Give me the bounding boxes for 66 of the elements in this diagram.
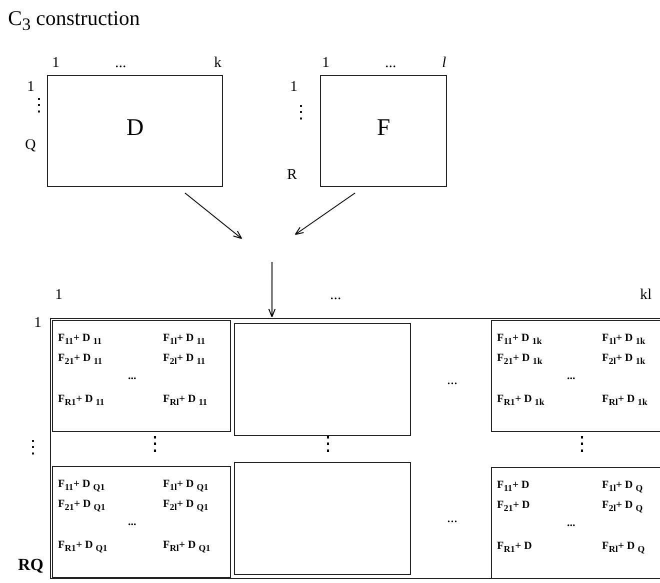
matrix-entry: F$_{Rl}$+ D $_{1k}$ <box>602 394 648 408</box>
matrix-entry: F$_{R1}$+ D $_{11}$ <box>58 394 104 408</box>
matrix-entry: F$_{11}$+ D <box>497 480 530 494</box>
matrix-entry: F$_{21}$+ D $_{Q1}$ <box>58 499 106 512</box>
column-index: 1 <box>55 288 62 303</box>
column-index: l <box>442 56 446 71</box>
matrix-entry: F$_{2l}$+ D $_{Q1}$ <box>163 499 208 512</box>
row-index: 1 <box>27 80 34 95</box>
matrix-entry: F$_{21}$+ D $_{11}$ <box>58 353 102 366</box>
matrix-block <box>234 323 411 436</box>
matrix-entry: F$_{21}$+ D $_{1k}$ <box>497 353 542 366</box>
matrix-box <box>47 75 223 187</box>
matrix-block <box>52 466 231 578</box>
column-index: kl <box>640 288 652 303</box>
matrix-block <box>491 467 660 579</box>
ellipsis: ... <box>567 371 576 382</box>
ellipsis: ⋮ <box>30 98 48 112</box>
ellipsis: ... <box>128 371 136 382</box>
matrix-entry: F$_{1l}$+ D $_{1k}$ <box>602 333 646 346</box>
matrix-block <box>234 462 411 575</box>
matrix-entry: F$_{11}$+ D $_{Q1}$ <box>58 479 105 492</box>
matrix-entry: F$_{Rl}$+ D $_{Q}$ <box>602 541 645 554</box>
matrix-entry: F$_{1l}$+ D $_{Q1}$ <box>163 479 208 492</box>
ellipsis: ... <box>128 517 136 528</box>
matrix-entry: F$_{2l}$+ D $_{1k}$ <box>602 353 646 366</box>
ellipsis: ... <box>385 56 396 71</box>
matrix-entry: F$_{R1}$+ D $_{1k}$ <box>497 394 544 408</box>
ellipsis: ⋮ <box>572 434 592 454</box>
matrix-entry: F$_{1l}$+ D $_{11}$ <box>163 333 206 346</box>
matrix-name: D <box>125 116 145 140</box>
matrix-entry: F$_{2l}$+ D $_{11}$ <box>163 353 206 366</box>
column-index: 1 <box>52 56 60 71</box>
matrix-entry: F$_{2l}$+ D $_{Q}$ <box>602 500 643 514</box>
ellipsis: ... <box>567 518 576 529</box>
block-matrix <box>50 318 660 579</box>
ellipsis: ... <box>330 288 342 303</box>
matrix-entry: F$_{R1}$+ D $_{Q1}$ <box>58 540 108 554</box>
ellipsis: ⋮ <box>145 434 165 454</box>
diagram-title: C$_{3}$ construction <box>8 6 140 36</box>
arrow <box>294 192 356 235</box>
matrix-entry: F$_{R1}$+ D <box>497 541 532 554</box>
ellipsis: ... <box>447 374 458 388</box>
row-index: R <box>287 168 298 183</box>
matrix-entry: F$_{21}$+ D <box>497 500 530 514</box>
arrow <box>184 192 242 240</box>
matrix-box <box>320 75 447 187</box>
matrix-entry: F$_{1l}$+ D $_{Q}$ <box>602 480 643 494</box>
matrix-entry: F$_{11}$+ D $_{1k}$ <box>497 333 542 346</box>
ellipsis: ... <box>115 56 126 71</box>
matrix-entry: F$_{Rl}$+ D $_{Q1}$ <box>163 540 210 554</box>
ellipsis: ... <box>447 512 458 526</box>
row-index: 1 <box>34 316 42 331</box>
row-index: Q <box>25 138 36 153</box>
ellipsis: ⋮ <box>24 440 42 454</box>
matrix-entry: F$_{Rl}$+ D $_{11}$ <box>163 394 208 408</box>
ellipsis: ⋮ <box>318 434 338 454</box>
matrix-block <box>52 320 231 432</box>
ellipsis: ⋮ <box>292 105 310 120</box>
arrow <box>268 262 276 318</box>
row-index: RQ <box>18 556 44 573</box>
matrix-entry: F$_{11}$+ D $_{11}$ <box>58 333 102 346</box>
row-index: 1 <box>290 80 298 95</box>
matrix-block <box>491 320 660 432</box>
column-index: k <box>214 56 222 71</box>
column-index: 1 <box>322 56 330 71</box>
matrix-name: F <box>376 116 392 140</box>
